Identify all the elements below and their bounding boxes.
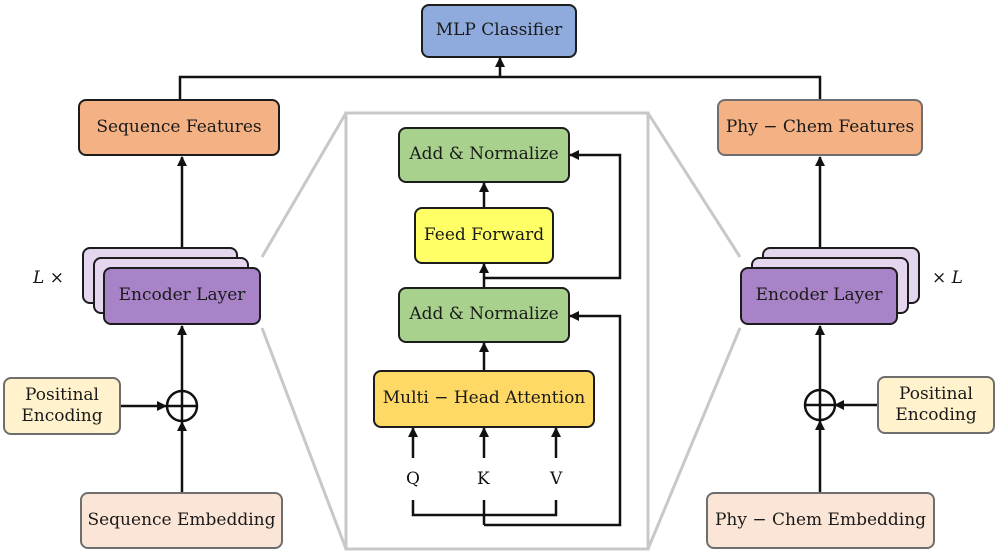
left-multiplier-times: × — [49, 268, 64, 288]
left-multiplier-symbol: L — [33, 268, 45, 288]
residual-top — [484, 150, 622, 280]
sequence-embedding-box: Sequence Embedding — [80, 492, 283, 549]
zoom-line-right-bottom — [646, 327, 742, 550]
feed-forward-box: Feed Forward — [414, 207, 554, 264]
left-layer-multiplier: L × — [33, 268, 64, 288]
right-multiplier-times: × — [932, 268, 947, 288]
right-sum-node — [803, 388, 837, 422]
right-layer-multiplier: × L — [932, 268, 963, 288]
wire-phy-features-to-junction — [500, 75, 822, 99]
zoom-line-right-top — [646, 112, 742, 258]
key-label: K — [477, 469, 490, 489]
sequence-features-box: Sequence Features — [78, 99, 280, 156]
value-label: V — [550, 469, 563, 489]
phy-chem-embedding-box: Phy − Chem Embedding — [706, 492, 935, 549]
multi-head-attention-box: Multi − Head Attention — [373, 370, 595, 428]
add-normalize-top-box: Add & Normalize — [398, 127, 570, 183]
left-positional-encoding-box: Positinal Encoding — [3, 377, 121, 435]
add-normalize-bottom-box: Add & Normalize — [398, 287, 570, 343]
zoom-line-left-top — [260, 112, 348, 258]
mlp-classifier-box: MLP Classifier — [421, 4, 577, 58]
right-encoder-layer-box: Encoder Layer — [740, 267, 898, 325]
right-positional-encoding-box: Positinal Encoding — [877, 376, 995, 434]
right-multiplier-symbol: L — [951, 268, 963, 288]
left-encoder-layer-box: Encoder Layer — [103, 267, 261, 325]
wire-seq-features-to-junction — [178, 75, 500, 99]
left-sum-node — [165, 389, 199, 423]
residual-bottom — [484, 311, 622, 527]
query-label: Q — [406, 469, 420, 489]
zoom-line-left-bottom — [260, 327, 348, 550]
phy-chem-features-box: Phy − Chem Features — [717, 99, 923, 156]
